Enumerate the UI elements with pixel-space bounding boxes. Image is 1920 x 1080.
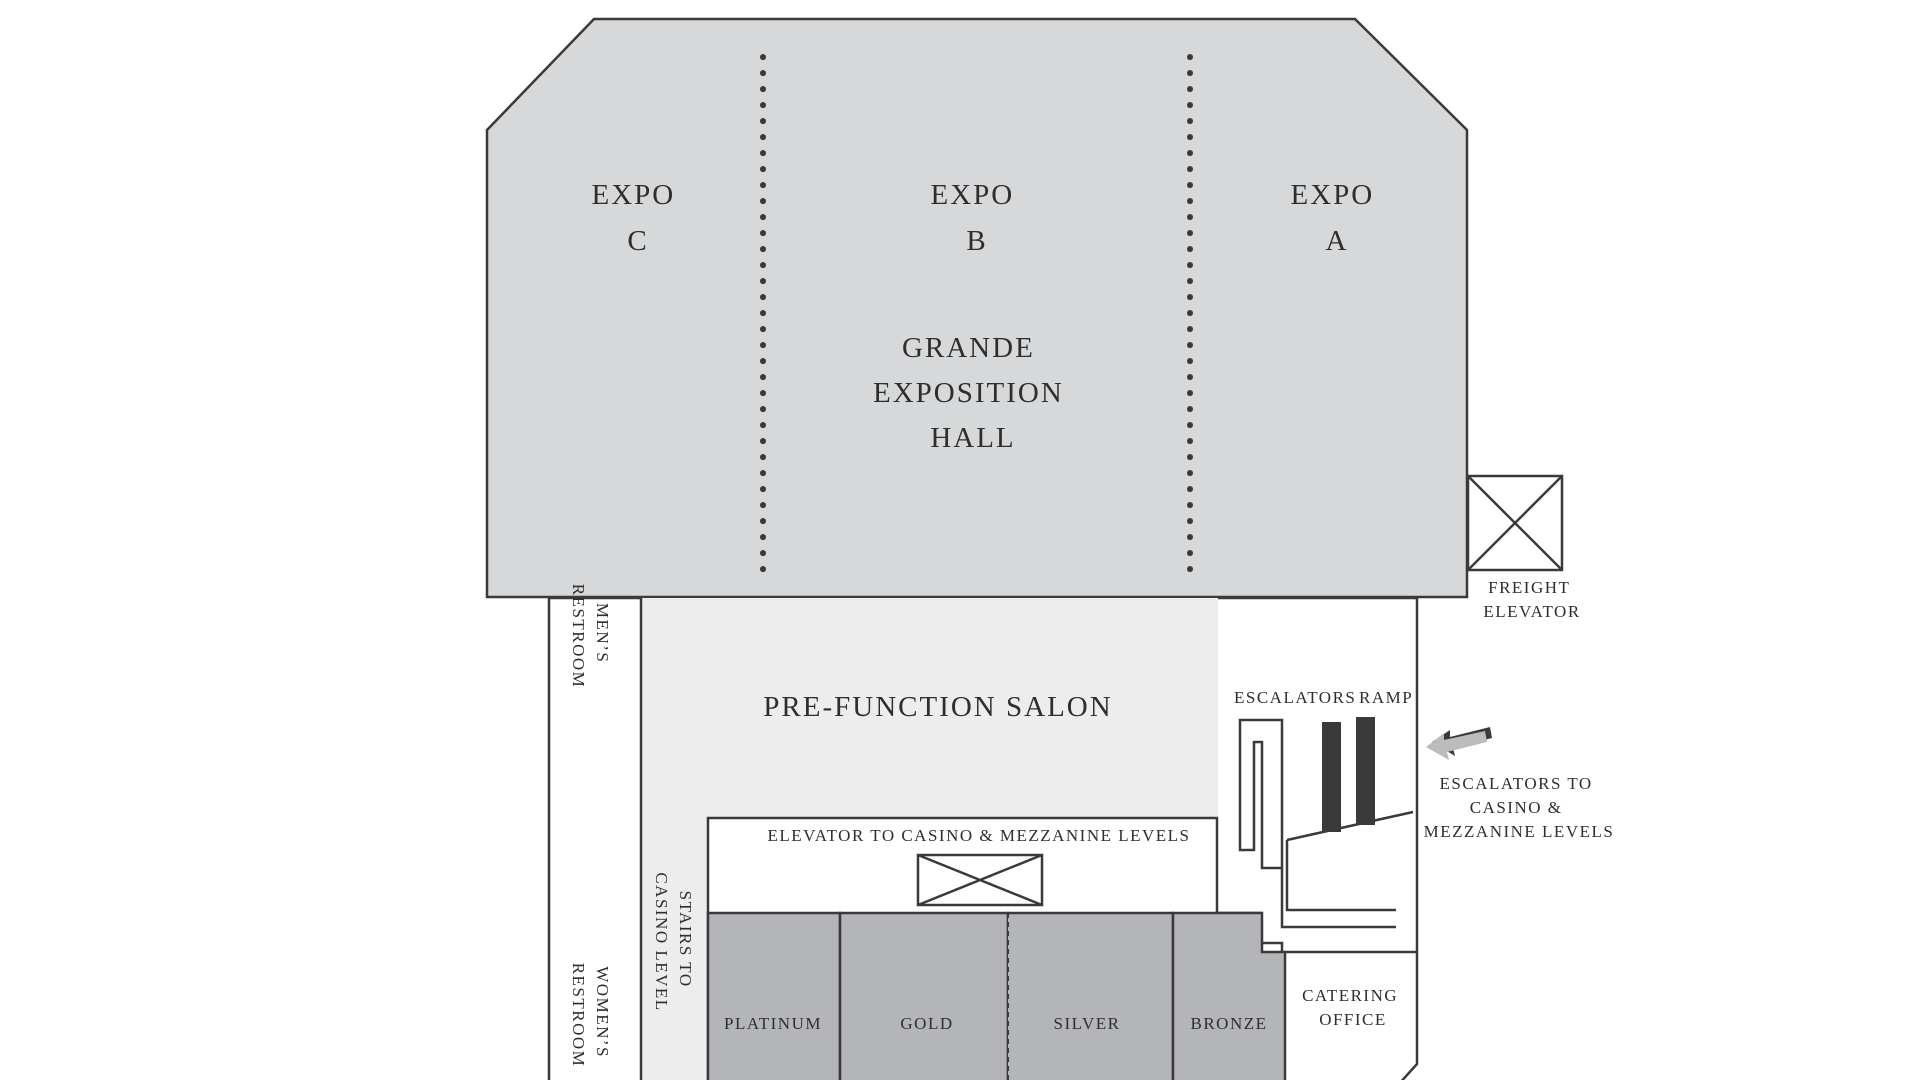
room-silver-label: SILVER bbox=[1054, 1014, 1121, 1033]
mens-restroom-label[interactable]: MEN’S RESTROOM bbox=[569, 584, 612, 689]
escalator-landing bbox=[1285, 810, 1414, 912]
passenger-elevator[interactable] bbox=[916, 853, 1044, 907]
stairs-to-casino-label[interactable]: STAIRS TO CASINO LEVEL bbox=[652, 872, 695, 1011]
expo-a-label: EXPO A bbox=[1291, 179, 1384, 257]
womens-restroom-label[interactable]: WOMEN’S RESTROOM bbox=[569, 963, 612, 1068]
room-gold[interactable] bbox=[838, 911, 1010, 1080]
ramp-path bbox=[1280, 868, 1396, 929]
freight-elevator-label: FREIGHT ELEVATOR bbox=[1483, 578, 1580, 621]
room-gold-label: GOLD bbox=[900, 1014, 953, 1033]
room-bronze-label: BRONZE bbox=[1191, 1014, 1268, 1033]
grande-hall-label: GRANDE EXPOSITION HALL bbox=[873, 332, 1073, 454]
escalators-to-casino-label: ESCALATORS TO CASINO & MEZZANINE LEVELS bbox=[1424, 774, 1615, 841]
freight-elevator[interactable] bbox=[1466, 474, 1564, 572]
expo-c-label: EXPO C bbox=[592, 179, 685, 257]
ramp-icon[interactable] bbox=[1238, 718, 1284, 870]
ramp-label: RAMP bbox=[1359, 688, 1413, 707]
elevator-to-casino-label: ELEVATOR TO CASINO & MEZZANINE LEVELS bbox=[767, 826, 1190, 845]
room-platinum-label: PLATINUM bbox=[724, 1014, 822, 1033]
expo-b-label: EXPO B bbox=[931, 179, 1024, 257]
pre-function-salon-label: PRE-FUNCTION SALON bbox=[763, 691, 1112, 723]
room-platinum[interactable] bbox=[706, 911, 842, 1080]
arrow-icon bbox=[1426, 727, 1492, 760]
escalator-icon-2[interactable] bbox=[1356, 717, 1375, 825]
catering-office-label[interactable]: CATERING OFFICE bbox=[1302, 986, 1404, 1029]
escalators-label: ESCALATORS bbox=[1234, 688, 1356, 707]
grande-exposition-hall[interactable] bbox=[485, 17, 1469, 599]
room-silver[interactable] bbox=[1006, 911, 1175, 1080]
escalator-icon[interactable] bbox=[1322, 722, 1341, 832]
